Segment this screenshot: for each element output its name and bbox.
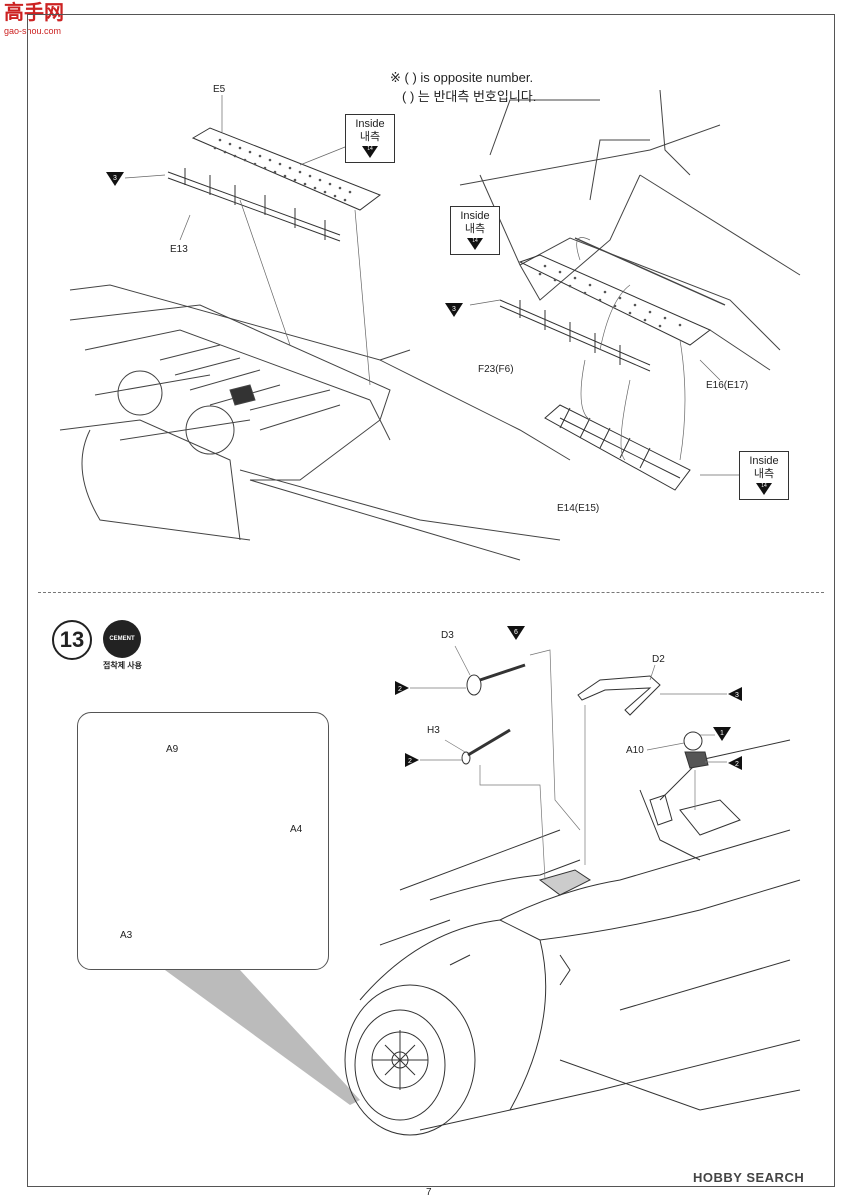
rib-f23 [499,299,651,372]
leader-lines-left [124,95,371,386]
step-number: 13 [52,620,92,660]
panel-e14 [544,404,691,491]
inside-label-korean: 내측 [753,468,775,480]
svg-text:2: 2 [735,761,739,768]
watermark-url: gao-shou.com [4,26,62,36]
part-d2 [577,675,661,716]
svg-text:2: 2 [398,686,402,693]
cement-icon: CEMENT [103,620,141,658]
inside-label: Inside [749,455,779,467]
note-line-english: ※ ( ) is opposite number. [390,70,534,85]
rib-e13 [167,168,341,242]
step-ref-icon: 14 [756,483,772,495]
step-ref-icon: 14 [362,146,378,158]
part-label-e16: E16(E17) [706,380,749,391]
detail-callout-wedge [165,970,360,1105]
page-number: 7 [426,1187,432,1198]
part-label-e14: E14(E15) [557,503,600,514]
part-label-a9: A9 [166,744,179,755]
inside-label-korean: 내측 [359,131,381,143]
opposite-number-note: ※ ( ) is opposite number. ( ) 는 반대측 번호입니… [390,68,536,106]
inside-box-top-right: Inside 내측 14 [450,206,500,255]
part-label-d3: D3 [441,630,454,641]
arrow-ref-labels: 3 3 6 2 2 3 1 2 [113,175,739,768]
hobby-search-watermark: HOBBY SEARCH [693,1170,805,1185]
step-ref-icon: 14 [467,238,483,250]
svg-text:1: 1 [720,730,724,737]
arrow-refs-step13 [395,626,742,770]
wing-illustration-left [59,284,571,561]
panel-e16 [518,254,711,346]
arrow-ref-3-left [106,172,124,186]
detail-inset [77,712,329,970]
part-label-h3: H3 [427,725,440,736]
arrow-ref-3-right [445,303,463,317]
svg-text:2: 2 [408,758,412,765]
part-label-f23: F23(F6) [478,364,514,375]
inside-box-top-left: Inside 내측 14 [345,114,395,163]
part-label-a10: A10 [626,745,644,756]
cement-label: 접착제 사용 [103,661,143,670]
leader-lines-right [469,237,740,476]
inside-box-bottom-right: Inside 내측 14 [739,451,789,500]
watermark-logo: 高手网 [4,2,64,24]
inside-label: Inside [460,210,490,222]
part-h3 [461,728,511,765]
leader-lines-step13 [410,645,727,881]
part-a10 [683,731,709,769]
step-divider [38,592,824,593]
panel-e5 [191,127,382,211]
part-label-a3: A3 [120,930,133,941]
part-label-e13: E13 [170,244,188,255]
inside-label-korean: 내측 [464,223,486,235]
part-label-d2: D2 [652,654,665,665]
page-frame [27,14,835,1187]
svg-text:3: 3 [113,175,117,182]
part-label-e5: E5 [213,84,226,95]
fuselage-illustration [344,739,801,1136]
note-line-korean: ( ) 는 반대측 번호입니다. [402,89,537,104]
svg-text:3: 3 [452,306,456,313]
wing-illustration-right [459,89,801,371]
svg-text:6: 6 [514,629,518,636]
part-d3 [466,663,526,696]
svg-text:3: 3 [735,692,739,699]
inside-label: Inside [355,118,385,130]
part-label-a4: A4 [290,824,303,835]
